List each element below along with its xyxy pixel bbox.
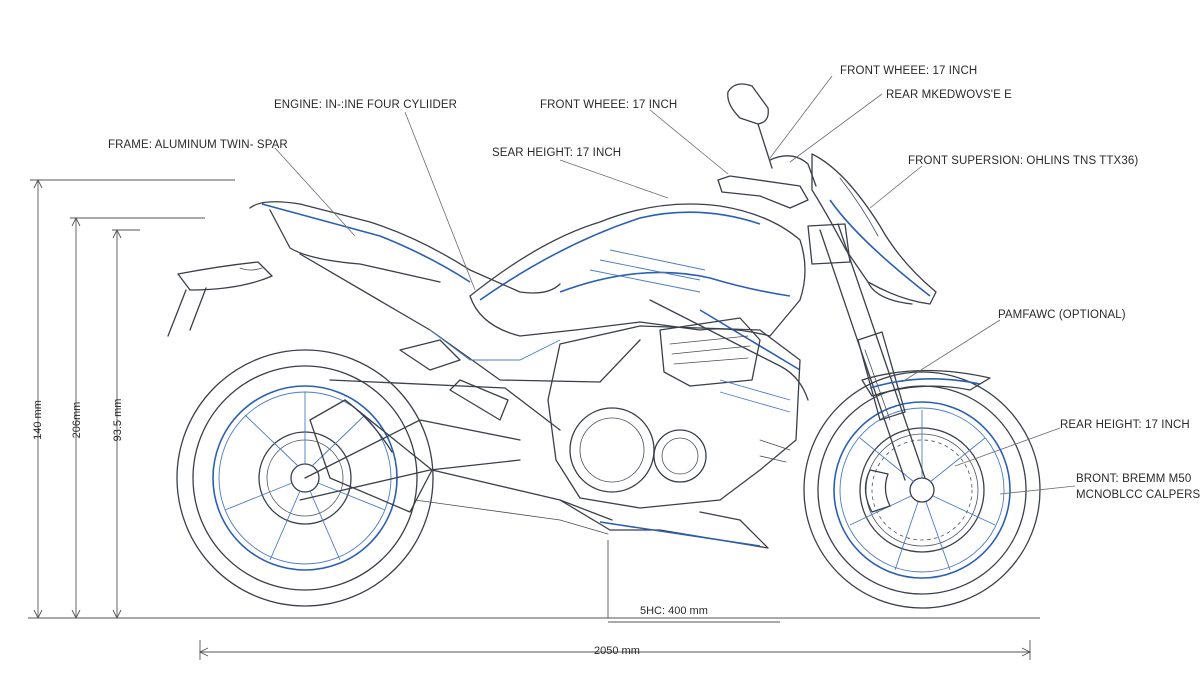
handlebar-mirror <box>717 83 817 209</box>
engine <box>547 317 801 549</box>
dimension-lines <box>28 178 1040 660</box>
dim-ground-clearance: 5HC: 400 mm <box>640 605 708 617</box>
leader-lines <box>274 75 1076 495</box>
dim-height-inner: 93.5 mm <box>112 399 124 442</box>
callout-brakes-line1: BRONT: BREMM M50 <box>1076 473 1191 485</box>
front-fender <box>861 369 991 397</box>
fuel-tank <box>469 203 809 401</box>
callout-frame: FRAME: ALUMINUM TWIN- SPAR <box>108 139 288 151</box>
dim-height-mid: 206mm <box>71 402 83 439</box>
callout-engine: ENGINE: IN-:INE FOUR CYLIIDER <box>274 99 457 111</box>
frame-swingarm <box>299 253 641 501</box>
callout-labels: ENGINE: IN-:INE FOUR CYLIIDER FRAME: ALU… <box>108 65 1200 501</box>
callout-pamfawc: PAMFAWC (OPTIONAL) <box>998 309 1126 321</box>
callout-front-suspension: FRONT SUPERSION: OHLINS TNS TTX36) <box>908 155 1138 167</box>
headlight-cowl <box>811 153 937 305</box>
front-wheel <box>803 371 1041 609</box>
seat-tail <box>167 201 561 337</box>
callout-rear-top: REAR MKEDWOVS'E E <box>886 89 1012 101</box>
callout-front-wheel-top: FRONT WHEEE: 17 INCH <box>840 65 977 77</box>
dim-overall-length: 2050 mm <box>594 645 640 657</box>
dimension-labels: 140 mm 206mm 93.5 mm 5HC: 400 mm 2050 mm <box>32 399 708 657</box>
callout-front-wheel-mid: FRONT WHEEE: 17 INCH <box>540 99 677 111</box>
dim-height-outer: 140 mm <box>32 400 44 440</box>
front-fork <box>807 223 926 481</box>
callout-brakes-line2: MCNOBLCC CALPERS <box>1076 489 1200 501</box>
callout-rear-height: REAR HEIGHT: 17 INCH <box>1060 419 1190 431</box>
callout-seat-height: SEAR HEIGHT: 17 INCH <box>492 147 621 159</box>
